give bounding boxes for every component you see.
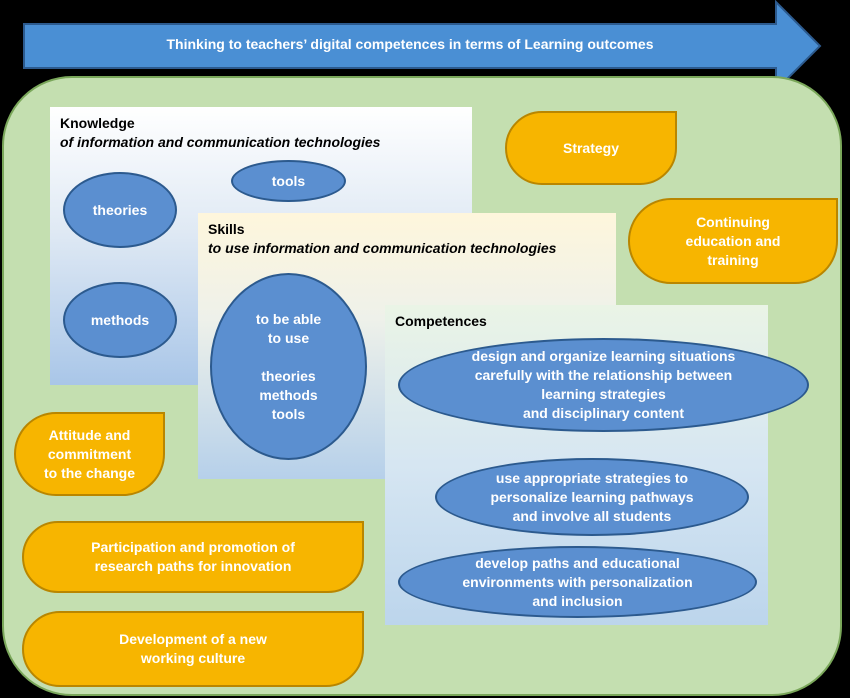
competence-paths-ellipse: develop paths and educational environmen… bbox=[398, 546, 757, 618]
development-leaf: Development of a new working culture bbox=[22, 611, 364, 687]
skills-subtitle: to use information and communication tec… bbox=[208, 240, 557, 256]
skills-title: Skills bbox=[208, 221, 245, 237]
outcomes-arrow-shape bbox=[23, 0, 822, 93]
participation-leaf: Participation and promotion of research … bbox=[22, 521, 364, 593]
competence-design-ellipse: design and organize learning situations … bbox=[398, 338, 809, 432]
attitude-commitment-leaf: Attitude and commitment to the change bbox=[14, 412, 165, 496]
strategy-leaf: Strategy bbox=[505, 111, 677, 185]
competence-strategies-ellipse: use appropriate strategies to personaliz… bbox=[435, 458, 749, 536]
knowledge-subtitle: of information and communication technol… bbox=[60, 134, 381, 150]
knowledge-methods-ellipse: methods bbox=[63, 282, 177, 358]
skills-ability-ellipse: to be able to use theories methods tools bbox=[210, 273, 367, 460]
knowledge-title: Knowledge bbox=[60, 115, 135, 131]
knowledge-theories-ellipse: theories bbox=[63, 172, 177, 248]
competences-title: Competences bbox=[395, 313, 487, 329]
continuing-education-leaf: Continuing education and training bbox=[628, 198, 838, 284]
outcomes-arrow-label: Thinking to teachers’ digital competence… bbox=[166, 36, 654, 52]
knowledge-tools-ellipse: tools bbox=[231, 160, 346, 202]
